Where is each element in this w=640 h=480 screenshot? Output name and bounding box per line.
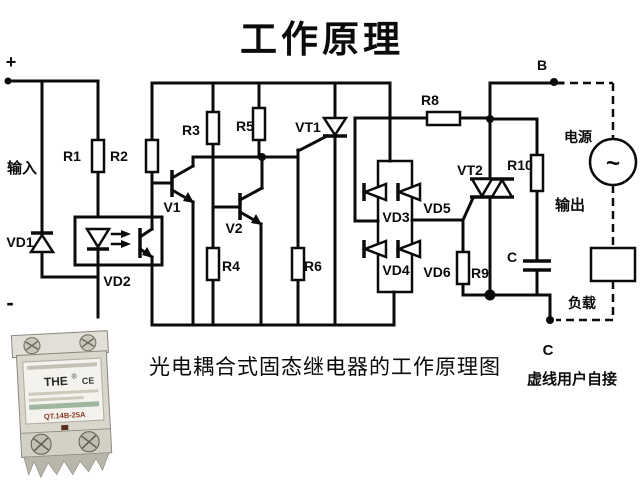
resistor-r8 — [425, 110, 462, 127]
vd6-label: VD6 — [423, 264, 450, 280]
photo-model: QT.14B-25A — [44, 410, 87, 421]
output-section: B VT2 R10 C C ~ 电源 输出 负载 — [457, 57, 638, 359]
terminal-c-dot — [546, 316, 554, 324]
resistor-r4 — [205, 246, 221, 282]
photo-green-row — [29, 401, 100, 410]
plus-terminal-label: + — [6, 52, 17, 72]
terminal-b-dot — [550, 78, 558, 86]
input-label: 输入 — [7, 159, 37, 177]
vd2-label: VD2 — [103, 273, 130, 289]
vt2-gate-r9-wires — [410, 196, 475, 297]
led-diode-icon — [84, 227, 112, 250]
vd4-label: VD4 — [382, 262, 409, 278]
light-arrow-tip2 — [121, 240, 131, 248]
diode-vd5 — [395, 182, 422, 202]
vt2-triac-icon2 — [489, 177, 515, 199]
v1-label: V1 — [163, 199, 180, 215]
photo-text-row2 — [28, 389, 99, 396]
ssr-photo: THE ® CE QT.14B-25A — [10, 330, 113, 479]
junction-dot-output — [484, 289, 496, 301]
photo-screw-slot-br — [81, 434, 97, 449]
bridge-box — [376, 159, 414, 294]
input-wire — [6, 79, 100, 230]
resistor-r5 — [251, 106, 267, 142]
photo-text-row1 — [27, 362, 98, 370]
r9-label: R9 — [471, 265, 489, 281]
v2-emitter-arrow — [251, 214, 262, 225]
caption: 光电耦合式固态继电器的工作原理图 — [149, 355, 501, 379]
photo-reg-mark: ® — [71, 372, 77, 380]
r2-label: R2 — [110, 148, 128, 164]
diode-vd3 — [361, 182, 388, 202]
v2-label: V2 — [225, 220, 242, 236]
photo-ce-mark: CE — [82, 375, 95, 386]
page-title: 工作原理 — [240, 19, 404, 61]
photo-screw-slot-tr — [81, 337, 95, 348]
capacitor-icon — [523, 259, 551, 272]
resistor-r2 — [144, 138, 160, 174]
power-label: 电源 — [564, 129, 592, 145]
terminal-b-label: B — [537, 57, 547, 73]
v1-wires — [169, 155, 196, 327]
output-label: 输出 — [555, 196, 585, 214]
bridge-section: R8 VD3 VD5 VD4 VD6 R9 — [353, 81, 492, 327]
resistor-r9 — [455, 250, 471, 286]
load-label: 负载 — [568, 295, 596, 311]
vd5-label: VD5 — [423, 200, 450, 216]
vt1-wires — [295, 81, 337, 327]
input-section: + - 输入 R1 R2 VD1 VD2 — [4, 52, 164, 327]
photo-indicator — [61, 424, 69, 431]
photo-heatsink-jagged — [23, 452, 111, 479]
amplifier-section: V1 R3 R4 V2 R5 R6 VT1 — [144, 81, 396, 327]
resistor-r1 — [90, 138, 106, 174]
minus-terminal-label: - — [6, 290, 13, 315]
light-arrow-tip1 — [121, 230, 131, 238]
terminal-c-label: C — [543, 342, 554, 359]
v2-wires — [237, 155, 265, 327]
diode-vd4 — [361, 239, 388, 259]
resistor-r3 — [205, 110, 221, 146]
phototransistor-emitter-arrow — [142, 247, 153, 258]
r8-wires — [353, 116, 492, 223]
vd1-label: VD1 — [6, 234, 33, 250]
diode-vd6 — [395, 239, 422, 259]
ac-tilde: ~ — [606, 150, 620, 177]
vt2-label: VT2 — [457, 162, 483, 178]
bridge-vertical-wires — [388, 81, 396, 327]
r10-wires — [488, 117, 539, 297]
r3-label: R3 — [182, 122, 200, 138]
vd1-diode-icon — [28, 232, 56, 254]
photo-screw-slot-tl — [25, 340, 39, 351]
output-rail — [461, 293, 552, 322]
capacitor-label: C — [507, 249, 517, 265]
note-dashed-user: 虚线用户自接 — [527, 370, 617, 388]
vt2-triac-icon — [469, 177, 495, 199]
r6-label: R6 — [304, 258, 322, 274]
photo-text-row3 — [28, 396, 84, 402]
vd1-branch-wire — [40, 79, 99, 279]
r10-label: R10 — [507, 157, 533, 173]
load-box-icon — [589, 246, 637, 283]
photo-screw-slot-bl — [33, 437, 49, 452]
r4-label: R4 — [222, 258, 240, 274]
vd3-label: VD3 — [382, 209, 409, 225]
resistor-r10 — [529, 153, 545, 193]
photo-brand: THE — [44, 374, 69, 389]
optocoupler-box — [73, 215, 164, 267]
dashed-user-wires — [556, 81, 615, 322]
ac-source-icon — [588, 137, 638, 187]
r1-label: R1 — [63, 148, 81, 164]
v1-emitter-arrow — [183, 192, 194, 203]
resistor-r6 — [290, 246, 306, 282]
r5-label: R5 — [236, 118, 254, 134]
r8-label: R8 — [421, 92, 439, 108]
vt1-thyristor-icon — [321, 116, 349, 138]
vt1-label: VT1 — [295, 119, 321, 135]
